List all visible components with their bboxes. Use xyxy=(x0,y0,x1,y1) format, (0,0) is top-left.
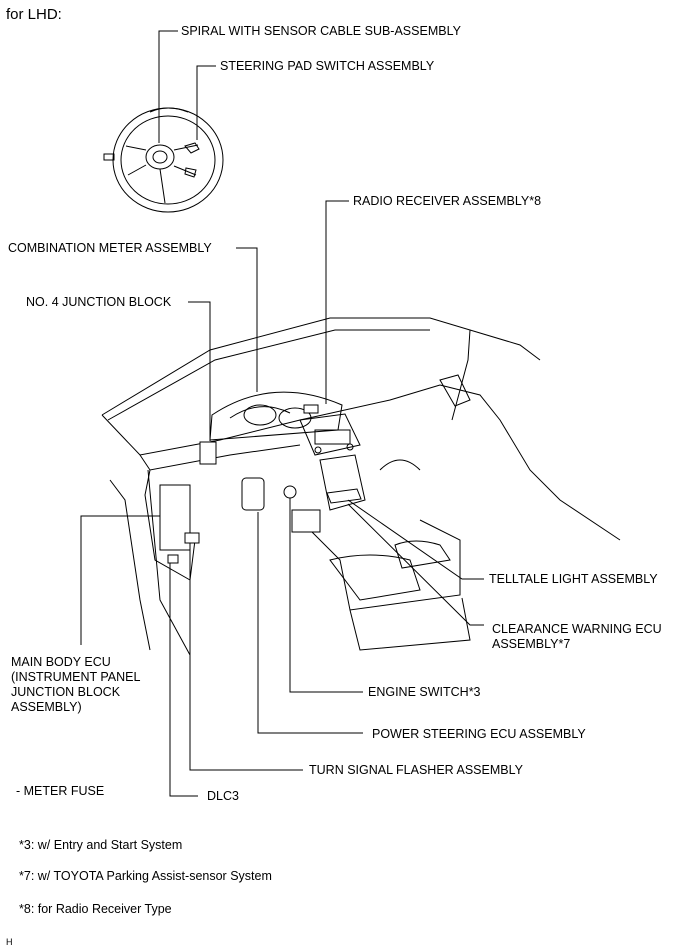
radio-part xyxy=(303,404,319,414)
label-dlc3: DLC3 xyxy=(207,789,239,803)
label-telltale-light: TELLTALE LIGHT ASSEMBLY xyxy=(489,572,658,586)
label-radio-receiver: RADIO RECEIVER ASSEMBLY*8 xyxy=(353,194,542,208)
dashboard-drawing xyxy=(101,317,621,656)
label-power-steering-ecu: POWER STEERING ECU ASSEMBLY xyxy=(372,727,586,741)
engine-switch-part xyxy=(283,485,297,499)
footnote-3: *3: w/ Entry and Start System xyxy=(19,838,183,852)
label-turn-signal-flasher: TURN SIGNAL FLASHER ASSEMBLY xyxy=(309,763,523,777)
clearance-ecu-part xyxy=(291,509,321,533)
label-clearance-warning-ecu: CLEARANCE WARNING ECU ASSEMBLY*7 xyxy=(492,622,662,652)
label-main-body-line3: JUNCTION BLOCK xyxy=(11,685,121,699)
dlc3-part xyxy=(167,554,179,564)
leader-lines xyxy=(80,30,484,797)
label-clearance-line2: ASSEMBLY*7 xyxy=(492,637,571,651)
label-meter-fuse: - METER FUSE xyxy=(16,784,105,798)
label-main-body-ecu: MAIN BODY ECU (INSTRUMENT PANEL JUNCTION… xyxy=(11,655,140,715)
label-steering-pad-switch: STEERING PAD SWITCH ASSEMBLY xyxy=(220,59,435,73)
turn-signal-flasher-part xyxy=(184,532,200,544)
label-combination-meter: COMBINATION METER ASSEMBLY xyxy=(8,241,212,255)
label-main-body-line1: MAIN BODY ECU xyxy=(11,655,111,669)
label-junction-block-4: NO. 4 JUNCTION BLOCK xyxy=(26,295,172,309)
label-main-body-line4: ASSEMBLY) xyxy=(11,700,82,714)
component-blocks xyxy=(159,404,321,564)
steering-wheel-drawing xyxy=(103,107,224,213)
label-spiral-cable: SPIRAL WITH SENSOR CABLE SUB-ASSEMBLY xyxy=(181,24,461,38)
label-engine-switch: ENGINE SWITCH*3 xyxy=(368,685,481,699)
page-header: for LHD: xyxy=(6,6,62,23)
power-steering-ecu-part xyxy=(241,477,265,511)
junction-block-part xyxy=(199,441,217,465)
label-clearance-line1: CLEARANCE WARNING ECU xyxy=(492,622,662,636)
label-main-body-line2: (INSTRUMENT PANEL xyxy=(11,670,141,684)
footnote-8: *8: for Radio Receiver Type xyxy=(19,902,172,916)
footnote-7: *7: w/ TOYOTA Parking Assist-sensor Syst… xyxy=(19,869,272,883)
illustration-mark: H xyxy=(6,937,13,947)
